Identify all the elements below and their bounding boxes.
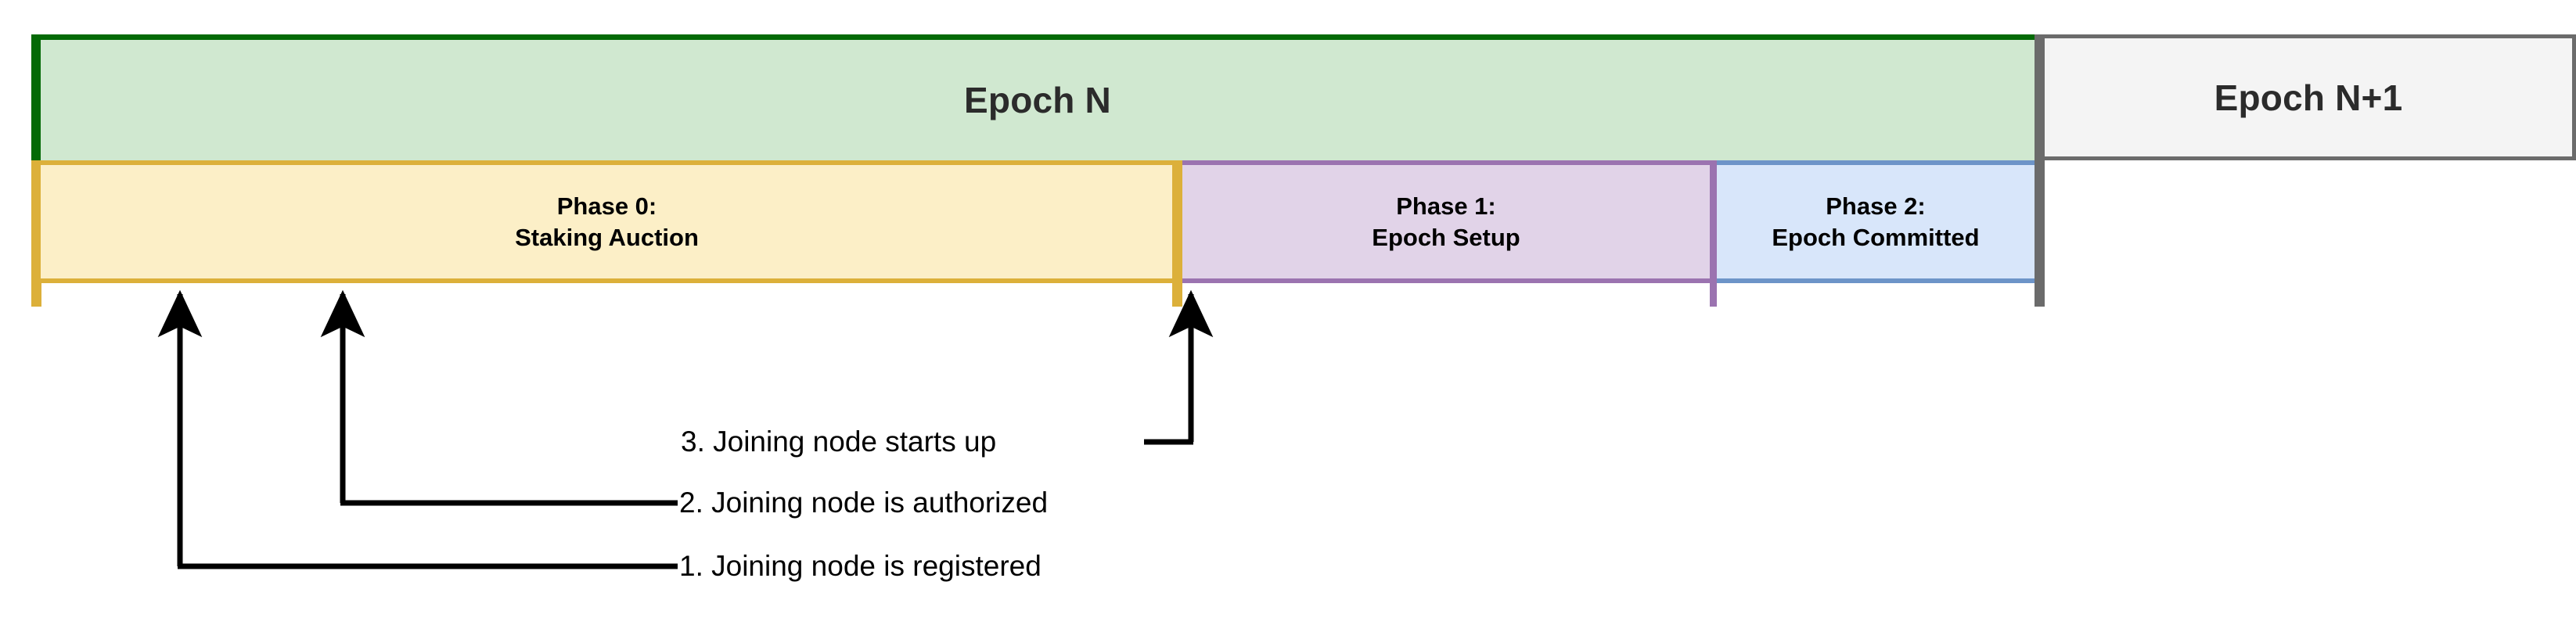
callout-1-label: 1. Joining node is registered bbox=[679, 550, 1042, 582]
epoch-n-label: Epoch N bbox=[964, 80, 1111, 120]
phase-2-subtitle: Epoch Committed bbox=[1772, 223, 1980, 251]
phase-0-left-rule bbox=[31, 160, 41, 307]
callout-3-label: 3. Joining node starts up bbox=[681, 426, 997, 458]
epoch-n-plus-1-label: Epoch N+1 bbox=[2214, 77, 2403, 118]
phase-0-subtitle: Staking Auction bbox=[515, 223, 699, 251]
phase-1-right-rule bbox=[1710, 160, 1717, 307]
epoch-n-left-rule bbox=[31, 34, 41, 160]
phase-1-box: Phase 1: Epoch Setup bbox=[1182, 160, 1710, 283]
phase-2-box: Phase 2: Epoch Committed bbox=[1717, 160, 2035, 283]
phase-0-right-rule bbox=[1172, 160, 1182, 307]
epoch-n-box: Epoch N bbox=[41, 34, 2035, 160]
callout-2-label: 2. Joining node is authorized bbox=[679, 487, 1049, 519]
epoch-boundary-divider bbox=[2035, 34, 2045, 307]
phase-2-title: Phase 2: bbox=[1826, 192, 1926, 220]
phase-0-box: Phase 0: Staking Auction bbox=[41, 160, 1178, 283]
epoch-n-plus-1-box: Epoch N+1 bbox=[2045, 34, 2576, 160]
phase-1-title: Phase 1: bbox=[1396, 192, 1496, 220]
phase-1-subtitle: Epoch Setup bbox=[1372, 223, 1520, 251]
phase-0-title: Phase 0: bbox=[556, 192, 657, 220]
